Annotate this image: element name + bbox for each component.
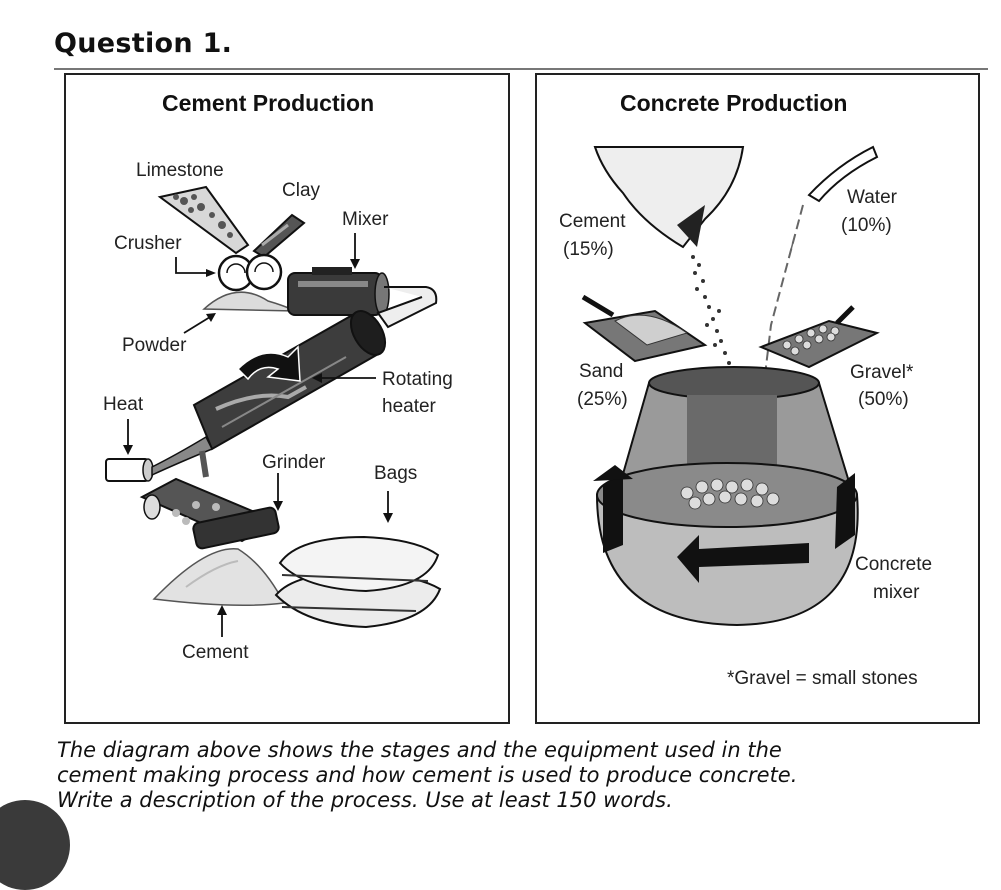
task-prompt-line-3: Write a description of the process. Use … [57, 788, 673, 812]
cement-ingredient-label: Cement [559, 211, 626, 232]
cement-bags-icon [274, 535, 442, 629]
cement-chute-icon [593, 146, 745, 249]
crusher-label: Crusher [114, 233, 182, 254]
concrete-mixer-icon [593, 366, 859, 627]
title-divider [54, 68, 988, 70]
task-prompt: The diagram above shows the stages and t… [57, 738, 977, 813]
gravel-ingredient-pct: (50%) [858, 389, 909, 410]
cement-pile-icon [152, 548, 286, 606]
falling-cement-icon [691, 255, 731, 365]
concrete-production-illustration [581, 145, 880, 627]
powder-label: Powder [122, 335, 187, 356]
burner-icon [105, 435, 214, 482]
gravel-footnote: *Gravel = small stones [727, 668, 918, 689]
clay-hopper-icon [252, 213, 306, 259]
cement-ingredient-pct: (15%) [563, 239, 614, 260]
rotating-heater-icon [192, 310, 387, 451]
cement-label: Cement [182, 642, 249, 663]
limestone-label: Limestone [136, 160, 224, 181]
cement-production-panel: Cement Production [64, 73, 510, 724]
sand-tray-icon [581, 294, 708, 363]
concrete-production-panel: Concrete Production [535, 73, 980, 724]
sand-ingredient-pct: (25%) [577, 389, 628, 410]
heat-label: Heat [103, 394, 144, 415]
powder-pile-icon [202, 291, 297, 312]
corner-overlay-circle [0, 800, 70, 890]
conveyor-pipe-icon [376, 286, 438, 329]
gravel-ingredient-label: Gravel* [850, 362, 914, 383]
rotating-heater-label-line2: heater [382, 396, 436, 417]
rotating-heater-label-line1: Rotating [382, 369, 453, 390]
grinder-icon [139, 477, 280, 550]
water-ingredient-pct: (10%) [841, 215, 892, 236]
water-ingredient-label: Water [847, 187, 897, 208]
bags-label: Bags [374, 463, 418, 484]
task-prompt-line-2: cement making process and how cement is … [57, 763, 798, 787]
concrete-mixer-label-line2: mixer [873, 582, 920, 603]
question-title: Question 1. [54, 28, 233, 59]
sand-ingredient-label: Sand [579, 361, 624, 382]
limestone-hopper-icon [157, 185, 250, 255]
task-prompt-line-1: The diagram above shows the stages and t… [57, 738, 782, 762]
cement-production-title: Cement Production [162, 90, 375, 116]
clay-label: Clay [282, 180, 321, 201]
concrete-production-title: Concrete Production [620, 90, 848, 116]
grinder-label: Grinder [262, 452, 326, 473]
water-pipe-icon [764, 145, 879, 376]
gravel-tray-icon [758, 305, 880, 369]
crusher-rollers-icon [217, 253, 283, 292]
mixer-drum-icon [287, 267, 390, 316]
mixer-label: Mixer [342, 209, 389, 230]
concrete-mixer-label-line1: Concrete [855, 554, 933, 575]
cement-production-illustration [105, 185, 442, 637]
